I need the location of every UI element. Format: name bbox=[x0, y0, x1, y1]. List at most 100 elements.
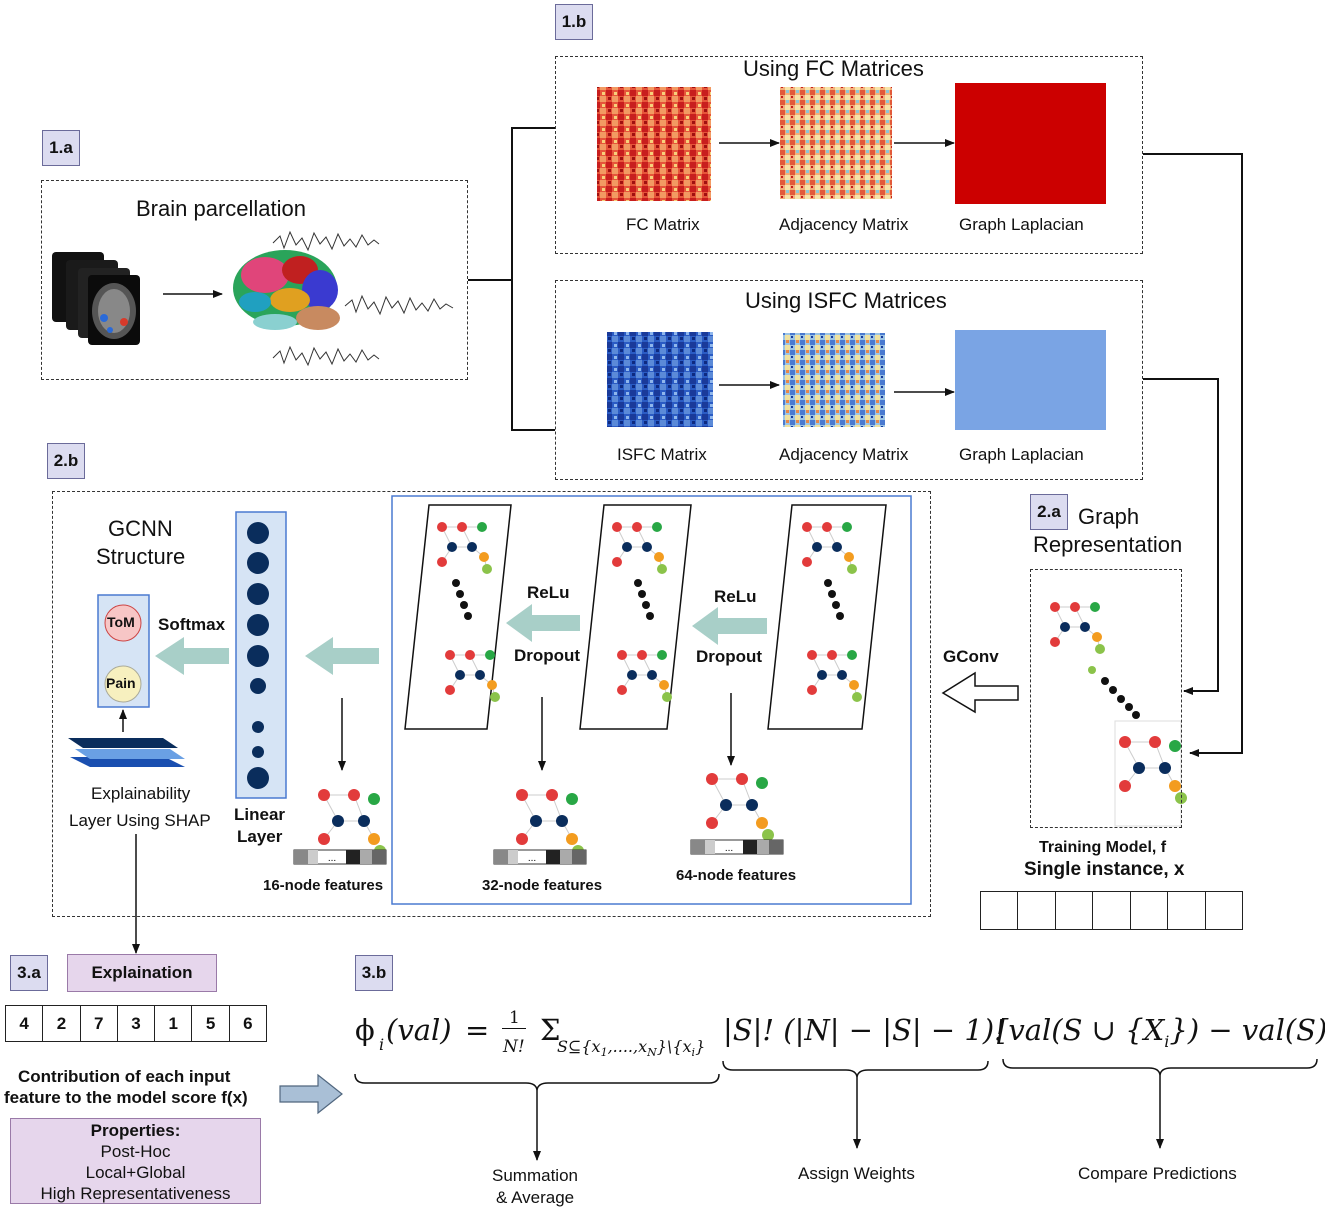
compare-predictions-label: Compare Predictions bbox=[1078, 1164, 1237, 1183]
features-64-label: 64-node features bbox=[676, 867, 797, 884]
isfc-title: Using ISFC Matrices bbox=[745, 288, 947, 313]
mri-slices-icon bbox=[52, 252, 140, 345]
relu-label-2: ReLu bbox=[714, 587, 757, 606]
brain-parcellation-title: Brain parcellation bbox=[136, 196, 306, 221]
gconv-label: GConv bbox=[943, 647, 999, 666]
softmax-arrow bbox=[155, 637, 229, 675]
graph-title-line2: Representation bbox=[1033, 532, 1183, 557]
property-item: Post-Hoc bbox=[100, 1142, 171, 1161]
shap-values-vector: 4 2 7 3 1 5 6 bbox=[5, 1005, 267, 1042]
fc-matrix-image bbox=[597, 87, 711, 201]
input-cell bbox=[1168, 891, 1206, 930]
input-cell bbox=[980, 891, 1019, 930]
explainability-line1: Explainability bbox=[91, 784, 191, 803]
class-pain: Pain bbox=[106, 675, 136, 691]
fc-laplacian-label: Graph Laplacian bbox=[959, 215, 1084, 234]
explanation-box: Explaination bbox=[67, 954, 217, 992]
compare-term: [val(S ∪ {Xi}) − val(S)] bbox=[997, 1013, 1325, 1051]
fraction-denominator: N! bbox=[503, 1037, 525, 1057]
property-item: Local+Global bbox=[85, 1163, 186, 1182]
graph-title-line1: Graph bbox=[1078, 504, 1140, 529]
graph-representation-box bbox=[1030, 569, 1182, 828]
explainability-line2: Layer Using SHAP bbox=[69, 811, 211, 830]
shap-value-cell: 2 bbox=[43, 1005, 81, 1042]
contribution-line1: Contribution of each input bbox=[18, 1067, 231, 1086]
isfc-adjacency-image bbox=[783, 333, 885, 427]
tag-3b: 3.b bbox=[355, 955, 393, 991]
tag-2a: 2.a bbox=[1030, 494, 1068, 530]
isfc-laplacian-label: Graph Laplacian bbox=[959, 445, 1084, 464]
brain-parcellation-icon bbox=[233, 250, 340, 330]
shap-value-cell: 1 bbox=[155, 1005, 193, 1042]
sigma-symbol: Σ bbox=[540, 1013, 561, 1047]
features-16-label: 16-node features bbox=[263, 877, 384, 894]
isfc-matrices-box bbox=[555, 280, 1143, 480]
equals-sign: = bbox=[465, 1013, 490, 1047]
properties-box: Properties: Post-Hoc Local+Global High R… bbox=[10, 1118, 261, 1204]
isfc-matrix-label: ISFC Matrix bbox=[617, 445, 707, 464]
input-graph-icon bbox=[1049, 601, 1188, 827]
tag-3a: 3.a bbox=[10, 955, 48, 991]
gcnn-title-line2: Structure bbox=[96, 544, 186, 569]
tag-1b: 1.b bbox=[555, 4, 593, 40]
to-formula-arrow bbox=[279, 1073, 343, 1115]
contribution-line2: feature to the model score f(x) bbox=[4, 1088, 248, 1107]
gconv-layer-32 bbox=[579, 504, 692, 730]
shap-layers-icon bbox=[68, 738, 185, 767]
properties-title: Properties: bbox=[90, 1121, 181, 1140]
fc-adjacency-image bbox=[780, 87, 892, 199]
phi-symbol: ϕ bbox=[355, 1013, 375, 1047]
relu-label-1: ReLu bbox=[527, 583, 570, 602]
gconv-layer-16 bbox=[404, 504, 512, 730]
training-model-label: Training Model, f bbox=[1039, 839, 1167, 856]
features-32-label: 32-node features bbox=[482, 877, 603, 894]
isfc-laplacian-image bbox=[955, 330, 1106, 430]
phi-subscript: i bbox=[379, 1035, 385, 1054]
isfc-adjacency-label: Adjacency Matrix bbox=[779, 445, 909, 464]
shap-value-cell: 5 bbox=[192, 1005, 230, 1042]
input-instance-vector bbox=[980, 891, 1243, 930]
class-tom: ToM bbox=[107, 614, 135, 630]
input-cell bbox=[1205, 891, 1243, 930]
assign-weights-label: Assign Weights bbox=[798, 1164, 915, 1183]
gconv-layers-box bbox=[391, 495, 912, 905]
fc-adjacency-label: Adjacency Matrix bbox=[779, 215, 909, 234]
phi-argument: (val) bbox=[386, 1013, 452, 1047]
linear-layer-neurons bbox=[235, 511, 287, 799]
fraction-numerator: 1 bbox=[509, 1008, 520, 1028]
gconv-arrow bbox=[941, 671, 1019, 714]
input-cell bbox=[1055, 891, 1094, 930]
softmax-label: Softmax bbox=[158, 615, 226, 634]
dropout-label-1: Dropout bbox=[514, 646, 581, 665]
relu-arrow-right bbox=[692, 607, 767, 645]
shap-value-cell: 3 bbox=[117, 1005, 156, 1042]
dropout-label-2: Dropout bbox=[696, 647, 763, 666]
input-cell bbox=[1130, 891, 1169, 930]
gcnn-title-line1: GCNN bbox=[108, 516, 173, 541]
isfc-matrix-image bbox=[607, 332, 713, 427]
fc-laplacian-image bbox=[955, 83, 1106, 204]
relu-arrow-left bbox=[506, 604, 580, 642]
property-item: High Representativeness bbox=[40, 1184, 231, 1203]
shap-value-cell: 7 bbox=[80, 1005, 118, 1042]
to-linear-arrow bbox=[305, 637, 379, 675]
summation-label-line1: Summation bbox=[492, 1166, 578, 1185]
single-instance-label: Single instance, x bbox=[1024, 859, 1185, 880]
linear-layer-line1: Linear bbox=[234, 805, 286, 824]
gcnn-structure-box bbox=[52, 491, 931, 917]
input-cell bbox=[1093, 891, 1131, 930]
fc-matrices-box bbox=[555, 56, 1143, 254]
linear-layer-line2: Layer bbox=[237, 827, 283, 846]
gconv-layer-64 bbox=[767, 504, 887, 730]
shap-value-cell: 4 bbox=[5, 1005, 44, 1042]
fc-matrix-label: FC Matrix bbox=[626, 215, 700, 234]
brain-parcellation-box bbox=[41, 180, 468, 380]
summation-label-line2: & Average bbox=[496, 1188, 575, 1207]
time-series-signals bbox=[272, 230, 454, 367]
input-cell bbox=[1018, 891, 1056, 930]
tag-1a: 1.a bbox=[42, 130, 80, 166]
shapley-formula: ϕ i (val) = 1 N! Σ S⊆{x1,....,xN}\{xi} |… bbox=[355, 1008, 1325, 1064]
sigma-subscript: S⊆{x1,....,xN}\{xi} bbox=[557, 1037, 706, 1060]
tag-2b: 2.b bbox=[47, 443, 85, 479]
fc-title: Using FC Matrices bbox=[743, 56, 924, 81]
